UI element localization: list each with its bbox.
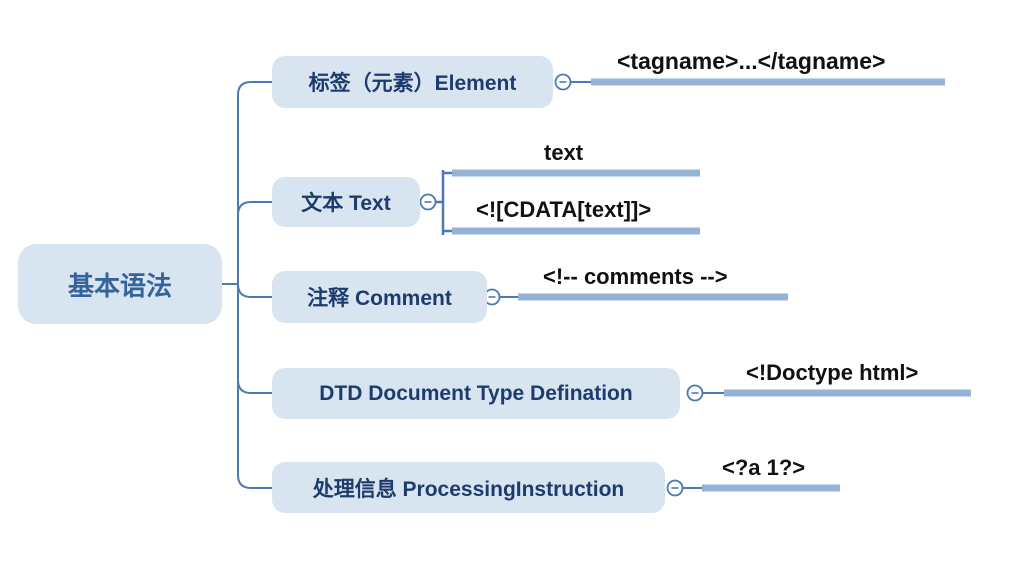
leaf-doctype-syntax[interactable]: <!Doctype html> [746,360,919,385]
root-node-label: 基本语法 [67,270,172,301]
bracket-text-children [435,170,452,235]
topic-comment[interactable]: 注释 Comment [272,271,487,323]
connector-to-pi [237,284,272,489]
root-node[interactable]: 基本语法 [18,244,222,324]
collapse-toggle-element-icon[interactable] [554,73,572,91]
connector-to-comment [237,283,272,298]
collapse-toggle-dtd-icon[interactable] [686,384,704,402]
topic-pi[interactable]: 处理信息 ProcessingInstruction [272,462,665,513]
topic-text-label: 文本 Text [301,192,391,215]
leaf-pi-syntax[interactable]: <?a 1?> [722,455,806,480]
leaf-cdata-syntax[interactable]: <![CDATA[text]]> [476,197,652,222]
topic-element-label: 标签（元素）Element [308,72,517,95]
topic-text[interactable]: 文本 Text [272,177,420,227]
topic-element[interactable]: 标签（元素）Element [272,56,553,108]
collapse-toggle-pi-icon[interactable] [666,479,684,497]
connector-to-text [237,201,272,284]
topic-dtd[interactable]: DTD Document Type Defination [272,368,680,419]
leaf-comment-syntax[interactable]: <!-- comments --> [543,264,728,289]
collapse-toggle-text-icon[interactable] [419,193,437,211]
topic-pi-label: 处理信息 ProcessingInstruction [312,477,625,501]
connector-to-element [237,81,272,284]
topic-dtd-label: DTD Document Type Defination [319,381,633,405]
connector-to-dtd [237,284,272,394]
leaf-text-plain[interactable]: text [544,140,584,165]
leaf-tagname-syntax[interactable]: <tagname>...</tagname> [617,48,886,74]
topic-comment-label: 注释 Comment [307,287,452,310]
